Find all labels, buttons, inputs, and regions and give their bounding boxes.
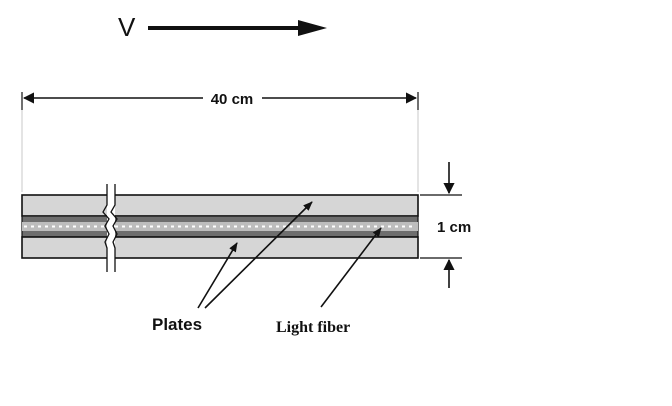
plates-label: Plates — [152, 315, 202, 334]
length-dimension — [21, 92, 419, 192]
length-label: 40 cm — [211, 91, 254, 108]
velocity-arrow — [148, 20, 327, 36]
upper-plate — [21, 194, 419, 217]
plate-assembly — [21, 194, 419, 259]
velocity-label: V — [118, 12, 136, 42]
break-marks — [102, 184, 118, 272]
plates-pointers — [197, 201, 313, 309]
thickness-label: 1 cm — [437, 219, 471, 236]
thickness-dimension — [420, 162, 462, 288]
fiber-label: Light fiber — [276, 319, 350, 336]
fiber-pointer — [320, 227, 382, 308]
lower-plate — [21, 236, 419, 259]
